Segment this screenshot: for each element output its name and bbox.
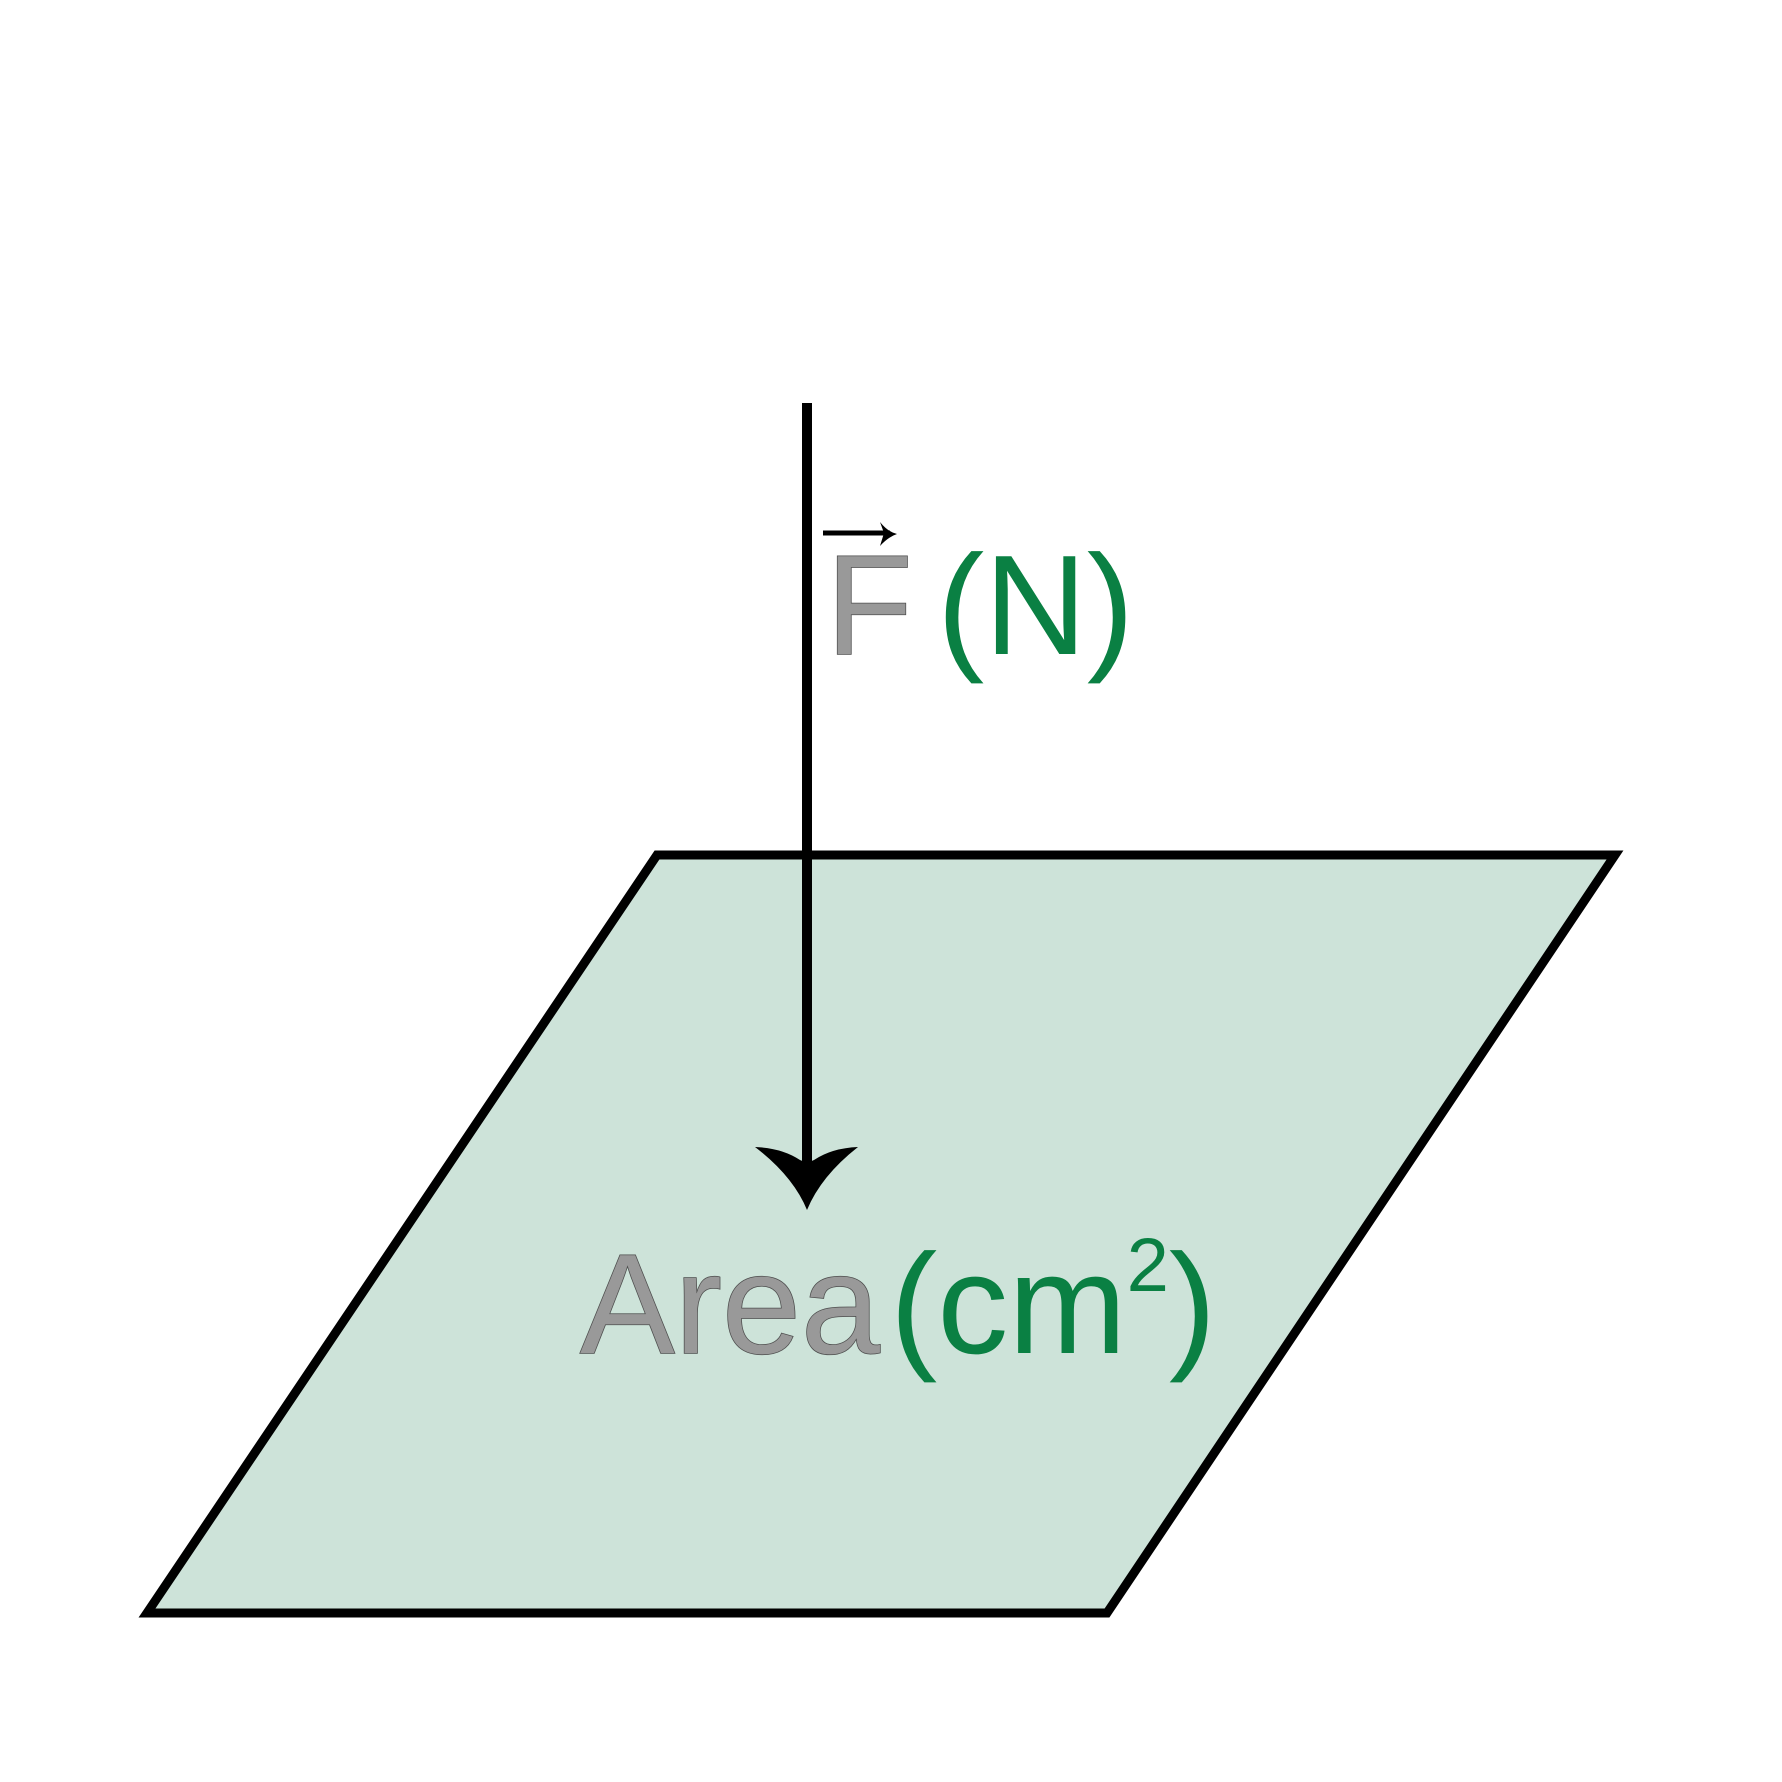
area-unit-open: (cm: [890, 1225, 1127, 1384]
force-symbol: F: [826, 526, 913, 685]
area-unit-close: ): [1169, 1225, 1216, 1384]
area-unit-exponent: 2: [1127, 1223, 1169, 1308]
down-arrow-icon: [755, 1147, 858, 1210]
area-label: Area (cm2): [579, 1223, 1216, 1385]
force-label: F (N): [823, 522, 1134, 686]
surface-plane: [138, 850, 1624, 1618]
area-unit: (cm2): [890, 1223, 1216, 1384]
area-word: Area: [580, 1225, 880, 1384]
force-unit: (N): [937, 526, 1134, 685]
right-arrow-icon: [880, 522, 897, 546]
